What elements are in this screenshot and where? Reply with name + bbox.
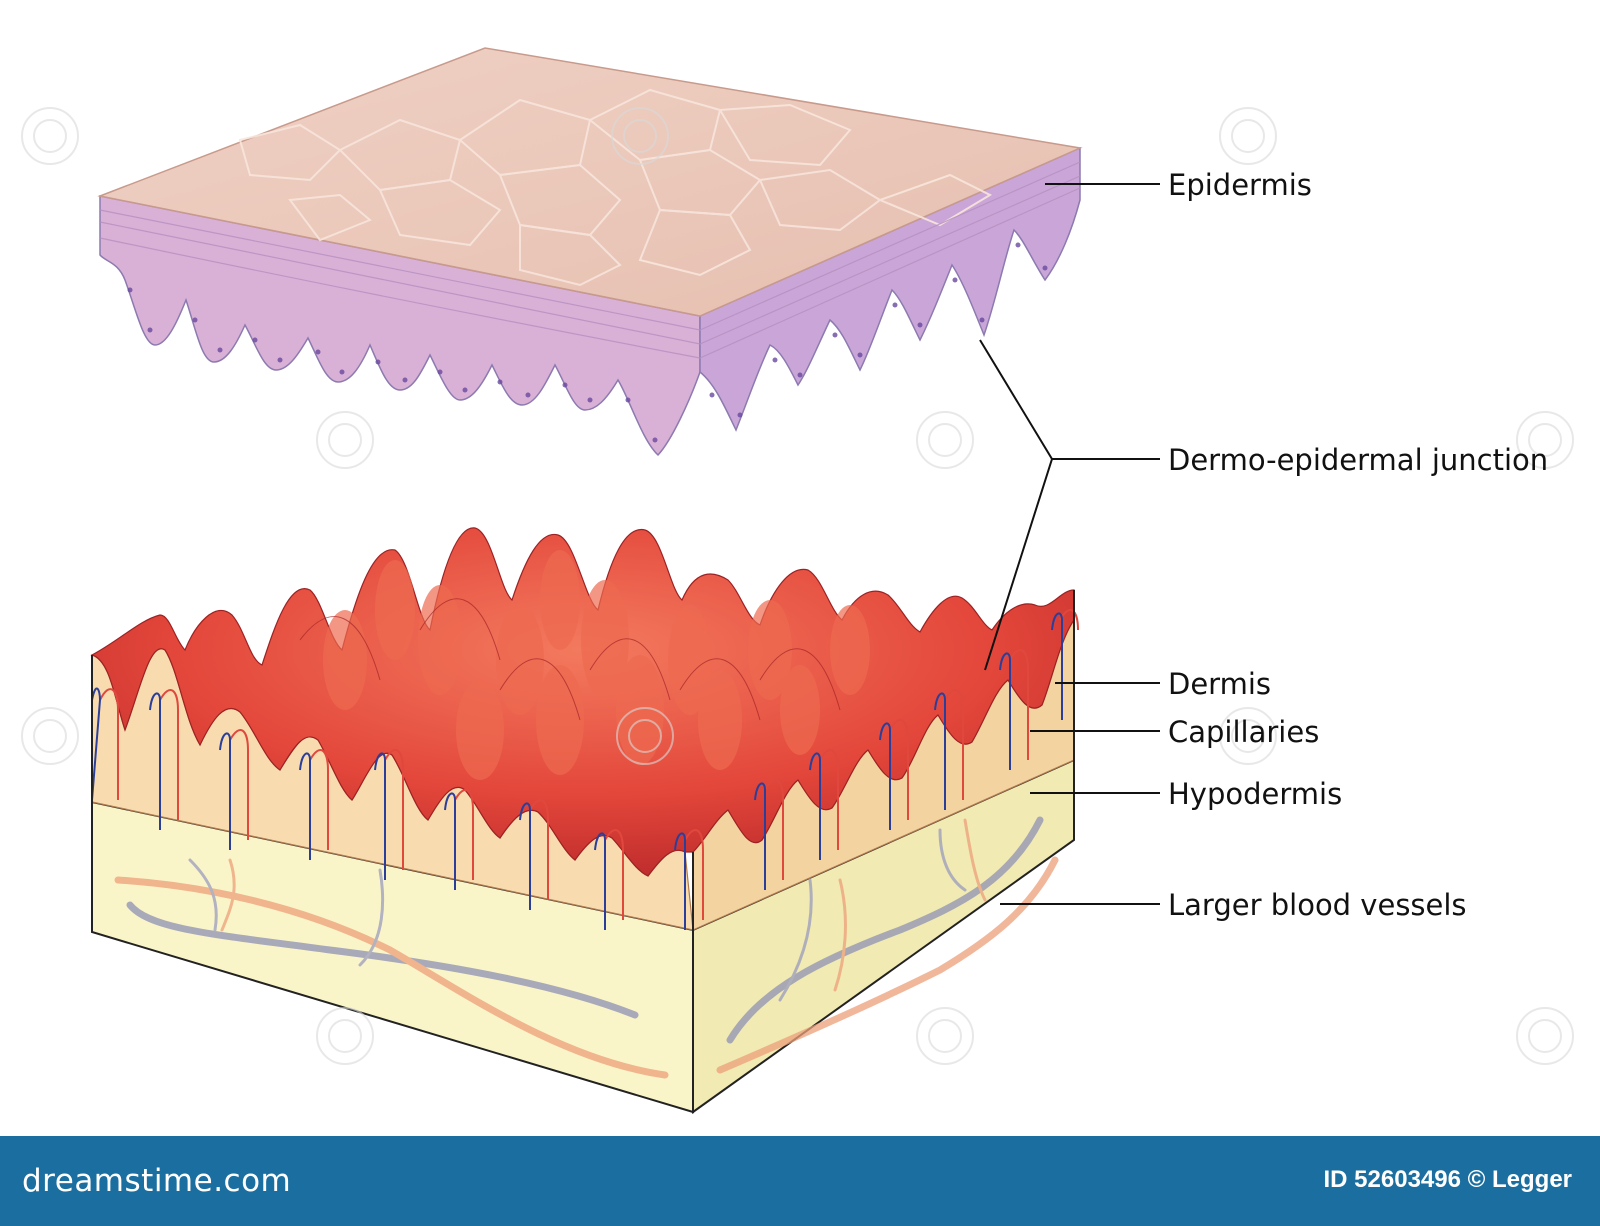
- epidermis-front-face: [99, 195, 701, 457]
- label-epidermis: Epidermis: [1168, 168, 1312, 202]
- epidermis-top-surface: [97, 47, 1083, 317]
- epidermis-block: [97, 47, 1083, 457]
- larger-blood-vessels: [114, 816, 1059, 1079]
- dermis-hypodermis-block: [90, 527, 1079, 1114]
- footer-site-name[interactable]: dreamstime.com: [22, 1163, 292, 1199]
- capillary-loops: [91, 608, 1079, 930]
- label-hypodermis: Hypodermis: [1168, 777, 1343, 811]
- footer-bar: dreamstime.com ID 52603496 © Legger: [0, 1136, 1600, 1226]
- label-dermis: Dermis: [1168, 667, 1272, 701]
- leader-lines: [979, 183, 1160, 905]
- dermal-papillae: [90, 527, 1075, 877]
- skin-layers-diagram: [21, 47, 1574, 1114]
- label-larger-blood-vessels: Larger blood vessels: [1168, 888, 1467, 922]
- label-dermo-epidermal-junction: Dermo-epidermal junction: [1168, 443, 1549, 477]
- watermark-swirls: [21, 107, 1574, 1065]
- footer-image-id: ID 52603496 © Legger: [1323, 1166, 1572, 1193]
- label-capillaries: Capillaries: [1168, 715, 1320, 749]
